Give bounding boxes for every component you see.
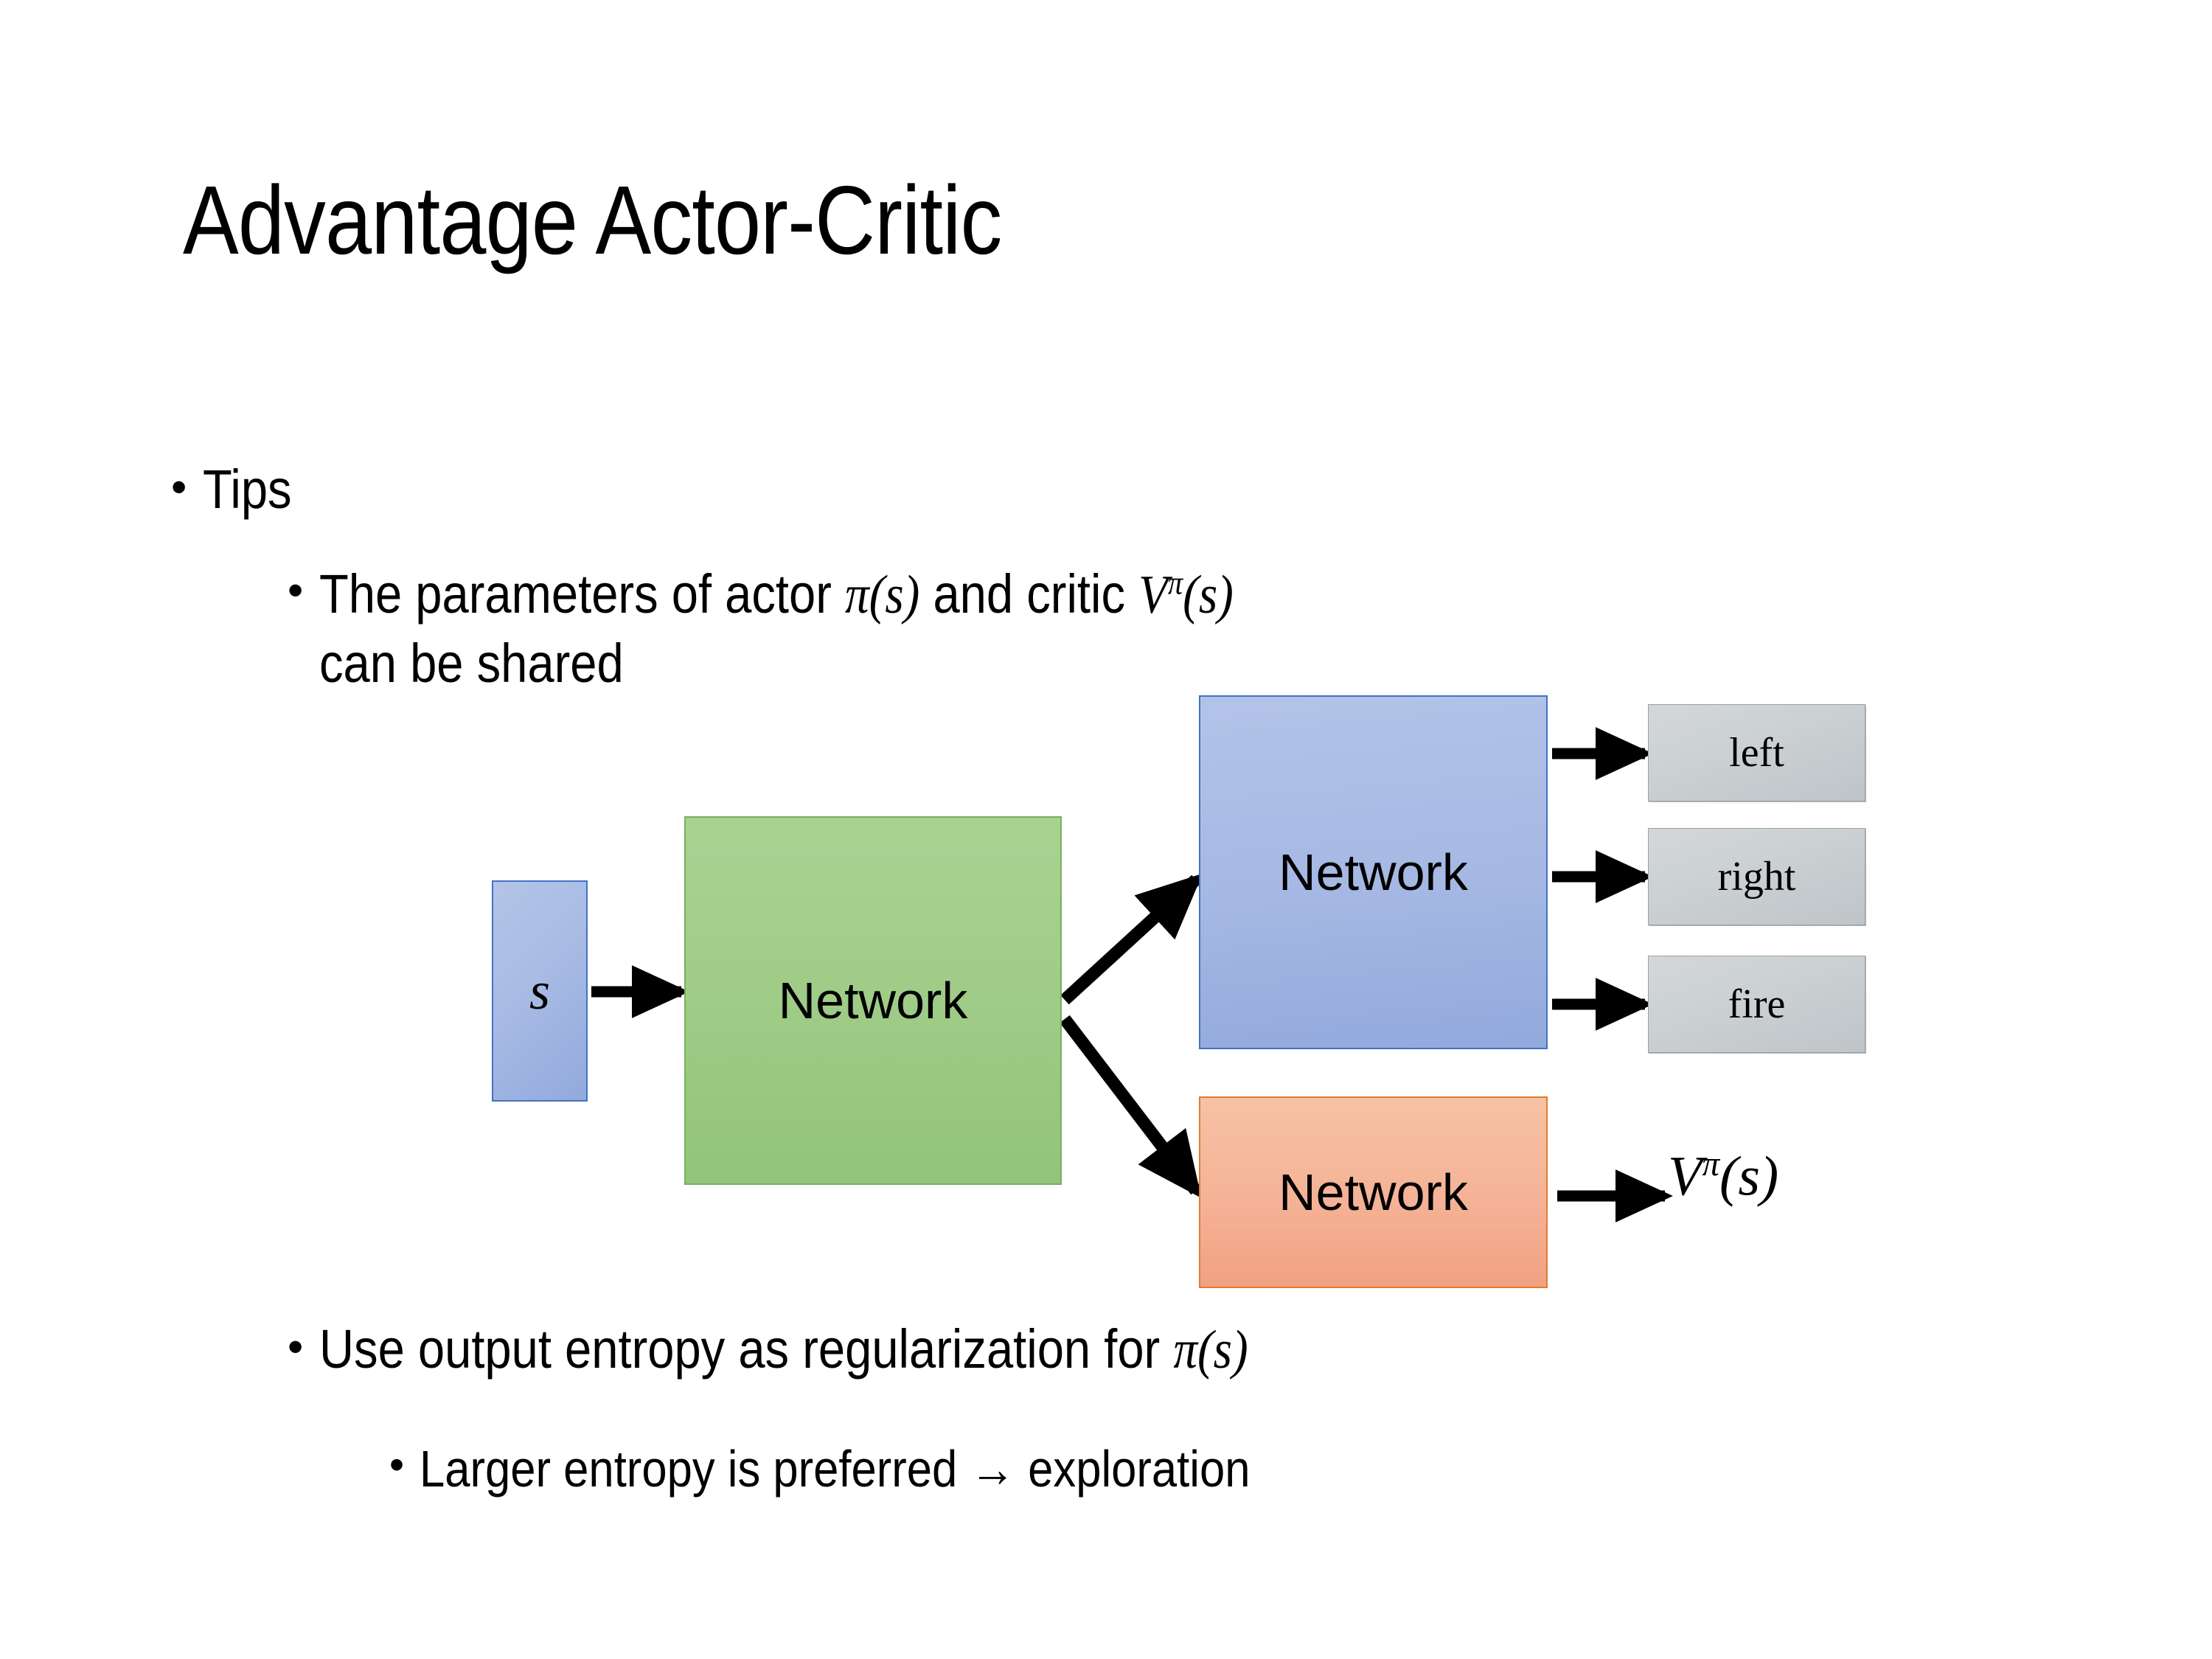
bullet-entropy-regularization: • Use output entropy as regularization f…	[288, 1317, 1375, 1383]
critic-network-label: Network	[1279, 1164, 1468, 1221]
params-text-line2: can be shared	[319, 632, 624, 694]
arrow-shared-to-actor	[1060, 873, 1203, 1005]
value-function-output-label: Vπ(s)	[1668, 1144, 1778, 1208]
action-box-fire[interactable]: fire	[1648, 956, 1865, 1053]
state-label: s	[529, 961, 551, 1020]
action-box-right[interactable]: right	[1648, 828, 1865, 925]
bullet-tips: • Tips	[171, 457, 304, 521]
action-label-left: left	[1729, 730, 1784, 776]
bullet-larger-entropy: • Larger entropy is preferred → explorat…	[389, 1438, 1363, 1500]
math-v-pi-of-s: Vπ(s)	[1138, 563, 1234, 625]
params-text-mid: and critic	[919, 563, 1139, 625]
value-arg: (s)	[1719, 1145, 1779, 1208]
bullet-tips-label: Tips	[203, 459, 292, 520]
state-input-box[interactable]: s	[492, 880, 588, 1102]
value-base: V	[1668, 1145, 1703, 1208]
actor-network-box[interactable]: Network	[1199, 695, 1548, 1049]
value-superscript-pi: π	[1702, 1145, 1720, 1183]
action-label-right: right	[1717, 854, 1796, 900]
bullet-dot-icon: •	[288, 1321, 304, 1371]
action-label-fire: fire	[1728, 981, 1786, 1027]
bullet-dot-icon: •	[288, 564, 304, 615]
entropy-text-pre: Use output entropy as regularization for	[319, 1318, 1174, 1380]
bullet-shared-parameters: • The parameters of actor π(s) and criti…	[288, 560, 2094, 698]
params-text-pre: The parameters of actor	[319, 563, 846, 625]
critic-network-box[interactable]: Network	[1199, 1096, 1548, 1288]
action-box-left[interactable]: left	[1648, 704, 1865, 801]
math-v-arg: (s)	[1183, 565, 1234, 625]
math-v-superscript-pi: π	[1167, 563, 1183, 602]
bullet-shared-parameters-text: The parameters of actor π(s) and critic …	[319, 560, 1881, 698]
shared-network-label: Network	[778, 972, 968, 1029]
bullet-dot-icon: •	[171, 461, 187, 512]
math-v-base: V	[1138, 565, 1168, 625]
actor-network-label: Network	[1279, 844, 1468, 901]
arrow-shared-to-critic	[1060, 1015, 1202, 1198]
math-pi-of-s: π(s)	[845, 565, 920, 625]
page-title: Advantage Actor-Critic	[183, 166, 1002, 274]
shared-network-box[interactable]: Network	[684, 816, 1062, 1185]
math-pi-of-s: π(s)	[1173, 1320, 1248, 1380]
bullet-entropy-text: Use output entropy as regularization for…	[319, 1317, 1248, 1383]
bullet-larger-entropy-label: Larger entropy is preferred → exploratio…	[419, 1440, 1251, 1498]
bullet-dot-icon: •	[389, 1441, 405, 1489]
